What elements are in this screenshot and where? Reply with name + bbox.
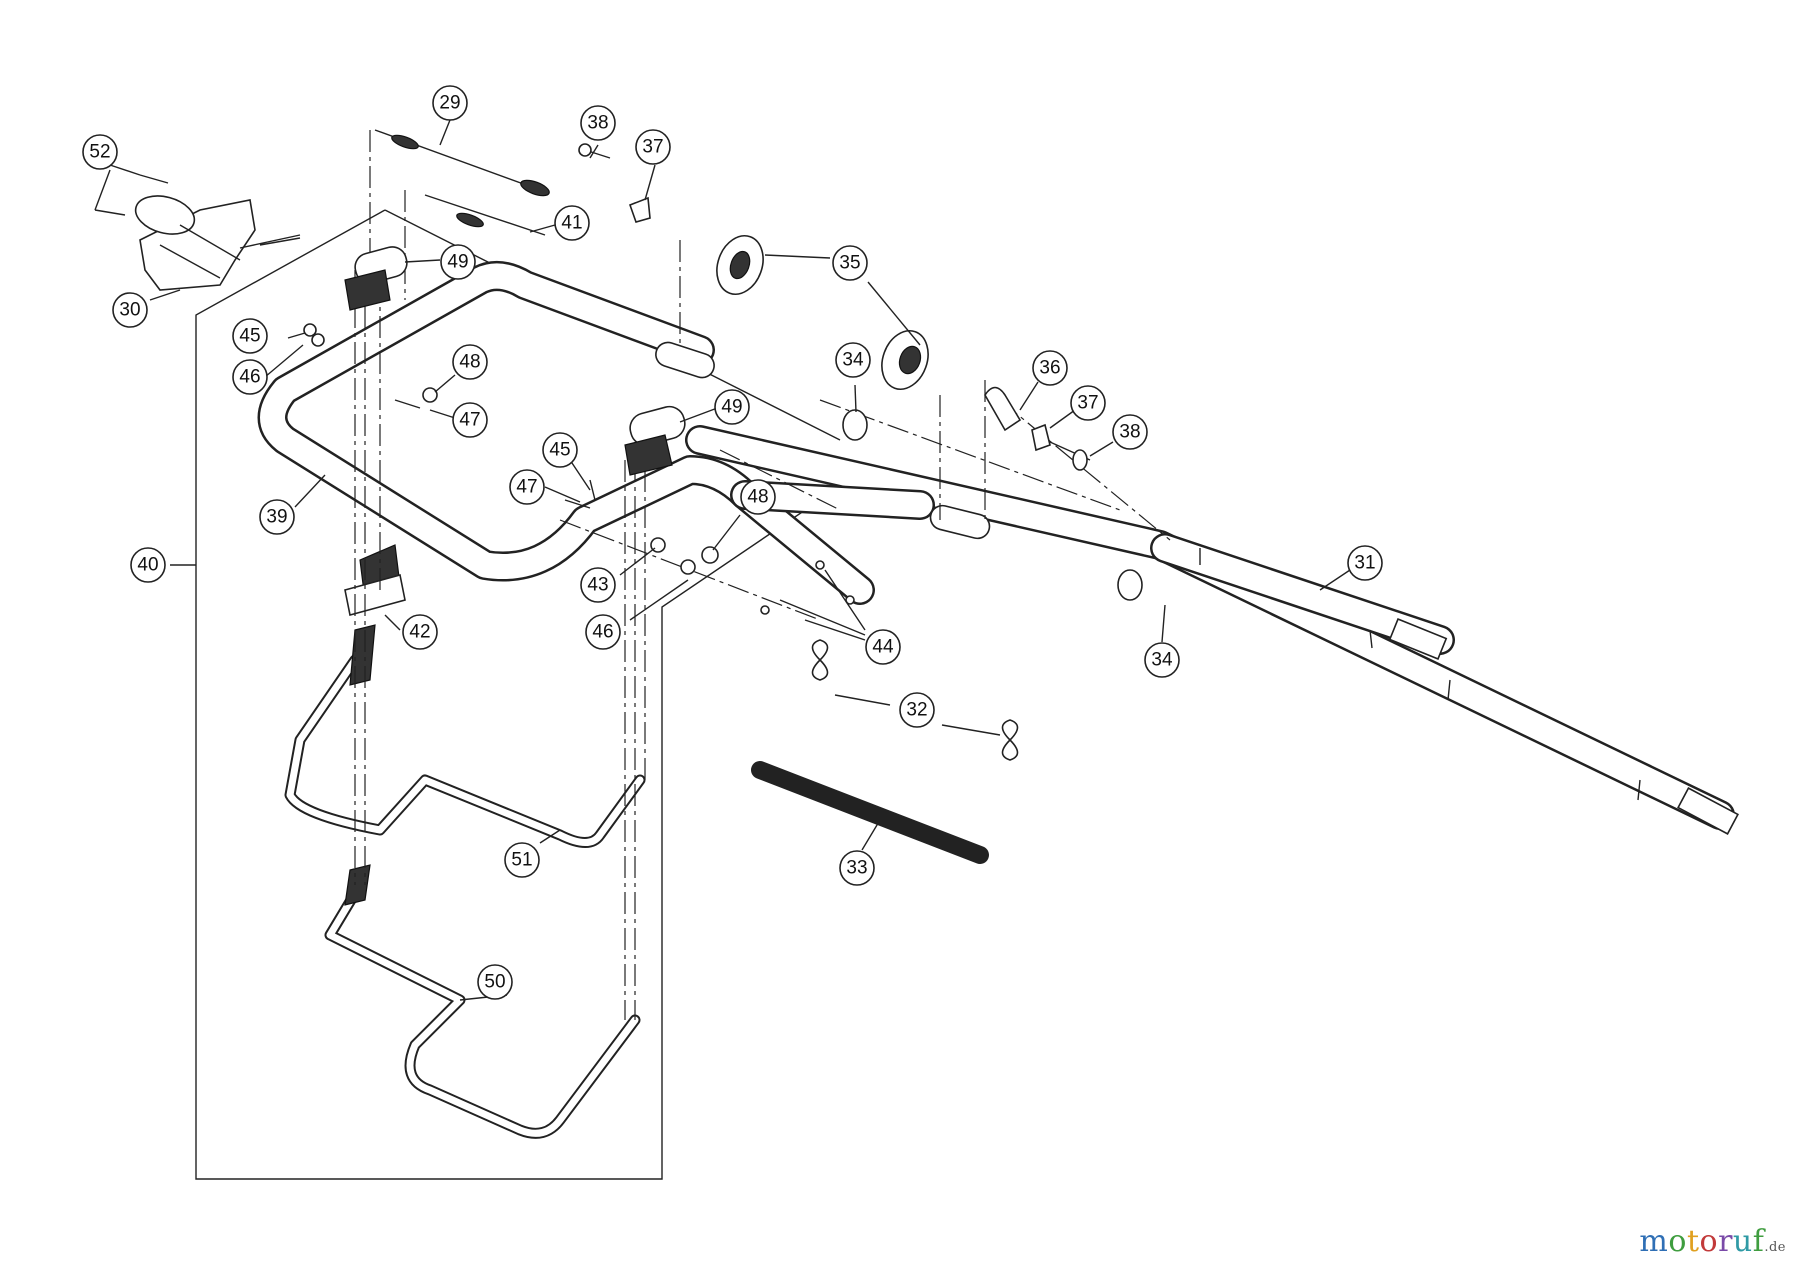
callout-46-lower: 46 xyxy=(585,614,621,650)
callout-49-upper: 49 xyxy=(440,244,476,280)
bail-50 xyxy=(324,879,641,1139)
callout-39: 39 xyxy=(259,499,295,535)
callout-29: 29 xyxy=(432,85,468,121)
lower-handle-tubes xyxy=(685,425,1739,835)
callout-38-upper: 38 xyxy=(580,105,616,141)
svg-text:34: 34 xyxy=(1151,650,1173,671)
svg-text:49: 49 xyxy=(447,252,468,273)
callout-49-lower: 49 xyxy=(714,389,750,425)
handle-grip-33 xyxy=(751,761,989,864)
callout-45-upper: 45 xyxy=(232,318,268,354)
svg-text:52: 52 xyxy=(89,142,110,163)
callout-47-lower: 47 xyxy=(509,469,545,505)
svg-text:38: 38 xyxy=(587,113,608,134)
callout-48-upper: 48 xyxy=(452,344,488,380)
svg-text:46: 46 xyxy=(592,622,613,643)
svg-text:37: 37 xyxy=(642,137,663,158)
throttle-cable xyxy=(374,129,550,236)
svg-text:49: 49 xyxy=(721,397,742,418)
svg-text:51: 51 xyxy=(511,850,532,871)
callout-51: 51 xyxy=(504,842,540,878)
tube-end-clip-upper xyxy=(1388,618,1448,660)
cam-lever-lower xyxy=(624,405,686,476)
tube-end-clip-lower xyxy=(1677,787,1739,835)
svg-text:48: 48 xyxy=(747,487,768,508)
callout-32: 32 xyxy=(899,692,935,728)
svg-text:46: 46 xyxy=(239,367,260,388)
callout-38-lower: 38 xyxy=(1112,414,1148,450)
cam-lever-upper xyxy=(344,246,408,311)
svg-text:44: 44 xyxy=(872,637,894,658)
callout-48-lower: 48 xyxy=(740,479,776,515)
callout-50: 50 xyxy=(477,964,513,1000)
callout-46-upper: 46 xyxy=(232,359,268,395)
svg-text:47: 47 xyxy=(516,477,537,498)
control-housing xyxy=(94,174,301,291)
svg-text:35: 35 xyxy=(839,253,860,274)
callout-42: 42 xyxy=(402,614,438,650)
callout-36: 36 xyxy=(1032,350,1068,386)
svg-text:45: 45 xyxy=(239,326,260,347)
bracket-36 xyxy=(984,386,1091,471)
svg-text:42: 42 xyxy=(409,622,430,643)
knob-35-upper xyxy=(716,235,764,295)
callout-52: 52 xyxy=(82,134,118,170)
svg-text:34: 34 xyxy=(842,350,864,371)
fasteners xyxy=(303,143,855,615)
svg-text:30: 30 xyxy=(119,300,140,321)
callout-37-upper: 37 xyxy=(635,129,671,165)
bail-51 xyxy=(284,654,646,848)
svg-text:37: 37 xyxy=(1077,393,1098,414)
svg-text:29: 29 xyxy=(439,93,460,114)
callout-40: 40 xyxy=(130,547,166,583)
wing-nuts-32 xyxy=(811,639,1019,761)
svg-text:43: 43 xyxy=(587,575,608,596)
callout-30: 30 xyxy=(112,292,148,328)
knob-35-lower xyxy=(881,330,929,390)
svg-text:50: 50 xyxy=(484,972,505,993)
callout-41: 41 xyxy=(554,205,590,241)
bail-clip-42 xyxy=(344,544,406,906)
svg-text:48: 48 xyxy=(459,352,480,373)
callout-43: 43 xyxy=(580,567,616,603)
svg-text:31: 31 xyxy=(1354,553,1375,574)
callout-34-upper: 34 xyxy=(835,342,871,378)
callout-31: 31 xyxy=(1347,545,1383,581)
leader-lines xyxy=(94,119,1351,1001)
callout-45-lower: 45 xyxy=(542,432,578,468)
callout-37-lower: 37 xyxy=(1070,385,1106,421)
callout-35: 35 xyxy=(832,245,868,281)
svg-text:32: 32 xyxy=(906,700,927,721)
spacers-34 xyxy=(842,409,1143,601)
group-40-bracket xyxy=(195,209,821,1180)
svg-text:33: 33 xyxy=(846,858,867,879)
svg-text:38: 38 xyxy=(1119,422,1140,443)
callout-44: 44 xyxy=(865,629,901,665)
upper-handle-loop xyxy=(257,261,991,605)
svg-text:40: 40 xyxy=(137,555,158,576)
svg-text:36: 36 xyxy=(1039,358,1060,379)
svg-text:41: 41 xyxy=(561,213,582,234)
svg-text:45: 45 xyxy=(549,440,570,461)
svg-text:39: 39 xyxy=(266,507,287,528)
svg-text:47: 47 xyxy=(459,410,480,431)
alignment-lines xyxy=(354,130,1171,1020)
callout-34-lower: 34 xyxy=(1144,642,1180,678)
callout-47-upper: 47 xyxy=(452,402,488,438)
callout-33: 33 xyxy=(839,850,875,886)
brand-logo: motoruf.de xyxy=(1639,1224,1786,1259)
